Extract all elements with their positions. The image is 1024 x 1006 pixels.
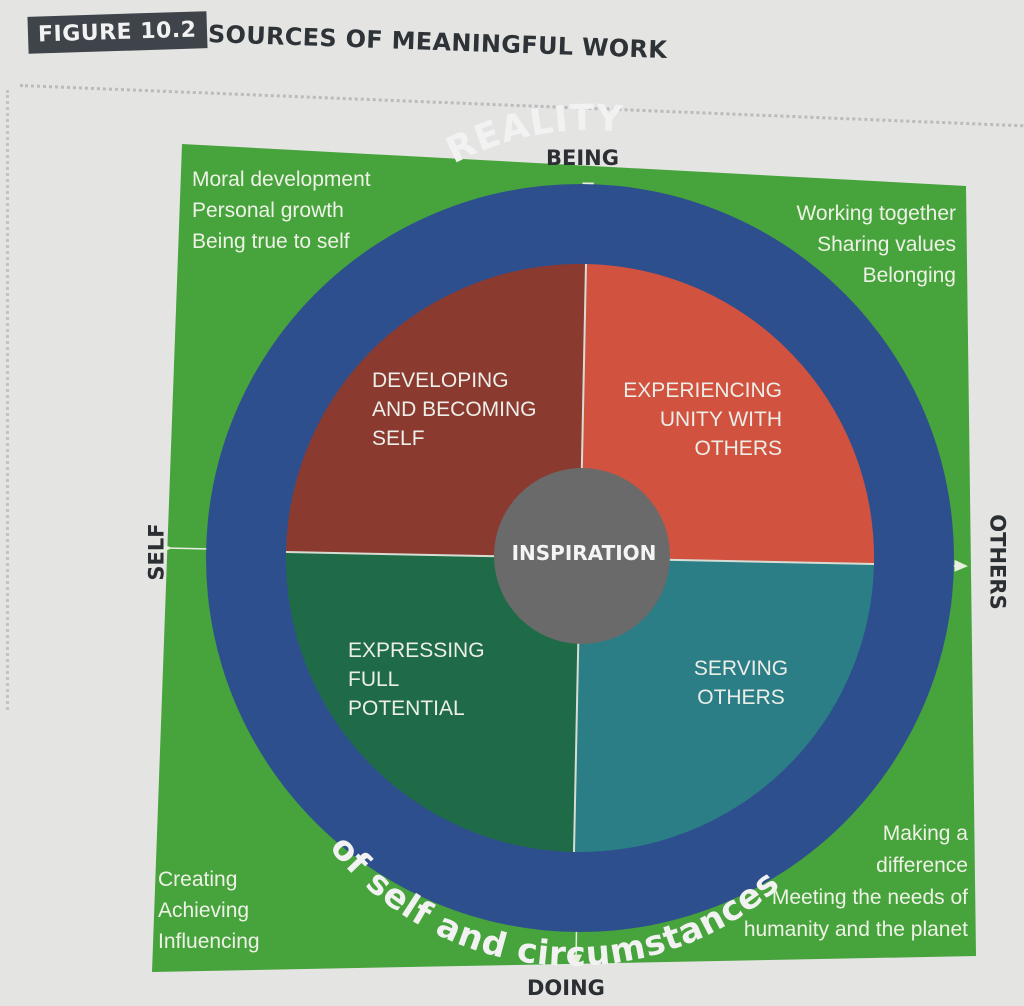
quadrant-label-experiencing: EXPERIENCING UNITY WITH OTHERS [606, 376, 782, 463]
quadrant-line: DEVELOPING [372, 369, 509, 392]
inspiration-circle [494, 468, 670, 644]
axis-label-others: OTHERS [985, 514, 1010, 610]
quadrant-label-serving: SERVING OTHERS [682, 654, 800, 712]
corner-line: Working together [796, 202, 956, 225]
center-label-inspiration: INSPIRATION [511, 541, 657, 565]
axis-label-doing: DOING [527, 976, 605, 1000]
quadrant-line: UNITY WITH [659, 408, 782, 431]
quadrant-line: EXPERIENCING [623, 379, 782, 402]
dotted-side-rule [6, 90, 9, 710]
corner-line: Influencing [158, 930, 260, 953]
corner-line: Sharing values [817, 233, 956, 256]
corner-line: difference [876, 854, 968, 877]
corner-line: humanity and the planet [743, 918, 968, 941]
axis-label-self: SELF [144, 523, 169, 581]
quadrant-line: SELF [372, 427, 425, 450]
quadrant-line: SERVING [693, 657, 789, 680]
quadrant-line: OTHERS [694, 437, 782, 460]
quadrant-line: FULL [348, 668, 400, 691]
quadrant-line: OTHERS [697, 686, 785, 709]
corner-line: Creating [158, 868, 238, 891]
axis-label-being: BEING [546, 146, 619, 170]
corner-text-top-right: Working together Sharing values Belongin… [796, 198, 956, 291]
corner-text-bottom-left: Creating Achieving Influencing [158, 864, 260, 957]
quadrant-line: POTENTIAL [348, 697, 465, 720]
corner-line: Being true to self [192, 230, 350, 253]
quadrant-line: AND BECOMING [372, 398, 537, 421]
corner-line: Moral development [192, 168, 371, 191]
quadrant-developing-self [286, 263, 586, 558]
corner-text-bottom-right: Making a difference Meeting the needs of… [744, 818, 968, 946]
quadrant-label-expressing: EXPRESSING FULL POTENTIAL [348, 636, 485, 723]
corner-line: Making a [882, 822, 968, 845]
corner-line: Achieving [158, 899, 250, 922]
quadrant-unity-with-others [580, 264, 875, 564]
quadrant-line: EXPRESSING [348, 639, 485, 662]
corner-line: Belonging [862, 264, 956, 287]
corner-line: Personal growth [192, 199, 344, 222]
quadrant-label-developing: DEVELOPING AND BECOMING SELF [372, 366, 537, 453]
corner-line: Meeting the needs of [771, 886, 968, 909]
quadrants [285, 263, 875, 853]
quadrant-serving-others [574, 558, 874, 853]
corner-text-top-left: Moral development Personal growth Being … [192, 164, 371, 257]
quadrant-expressing-potential [285, 552, 580, 852]
